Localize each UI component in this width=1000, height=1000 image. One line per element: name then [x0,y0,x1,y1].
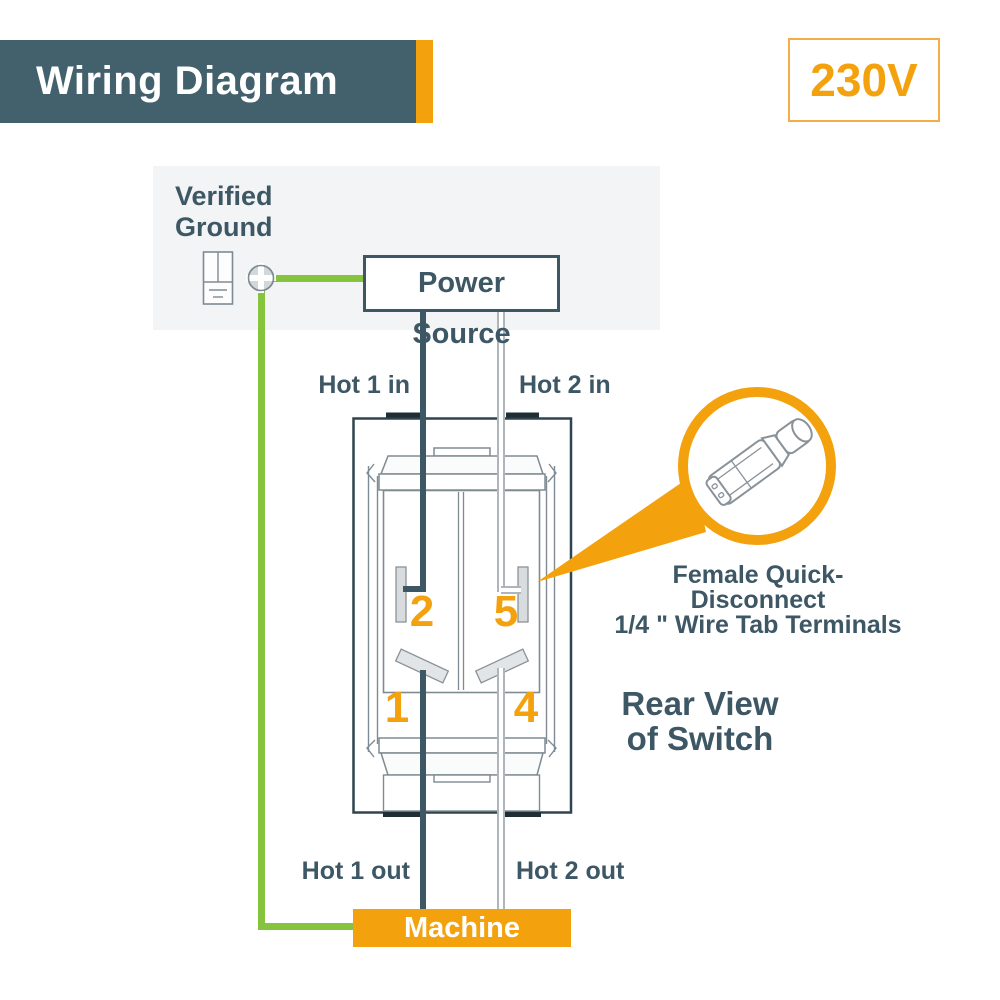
verified-ground-label: Verified Ground [175,181,273,243]
terminal-number-1: 1 [384,683,410,732]
hot1-out-label: Hot 1 out [301,857,410,885]
terminal-number-2: 2 [409,587,435,636]
terminal-tab-1 [394,648,450,684]
rear-view-caption: Rear View of Switch [610,686,790,756]
verified-ground-line2: Ground [175,212,273,242]
hot1-wire-out-vertical [420,670,426,910]
hot1-wire-in-vertical [420,312,426,592]
callout-pointer-wedge [537,474,706,582]
hot2-wire-bend [501,586,521,594]
terminal-number-5: 5 [493,587,519,636]
quick-disconnect-terminal-icon [705,418,813,506]
hot2-wire-out-vertical [497,668,505,910]
hot1-in-label: Hot 1 in [318,371,410,399]
magnifier-circle [678,387,836,545]
rear-view-caption-line1: Rear View [621,685,779,722]
terminal-tab-5 [517,566,529,623]
page-title: Wiring Diagram [36,59,339,103]
quick-disconnect-caption-line1: Female Quick-Disconnect [672,561,844,614]
power-source-box: Power Source [363,255,560,350]
verified-ground-line1: Verified [175,181,273,211]
ground-screw-icon [246,263,276,293]
quick-disconnect-caption: Female Quick-Disconnect 1/4 " Wire Tab T… [608,563,908,638]
hot2-wire-in-vertical [497,312,505,592]
hot1-wire-bend [403,586,426,592]
hot2-in-label: Hot 2 in [519,371,611,399]
quick-disconnect-caption-line2: 1/4 " Wire Tab Terminals [614,611,902,639]
title-banner [0,40,416,123]
ground-wire-horizontal-bottom [258,923,355,930]
machine-box: Machine [353,909,571,947]
ground-wire-vertical [258,281,265,930]
title-banner-orange-strip [416,40,433,123]
ground-outlet-icon [202,251,234,305]
rear-view-caption-line2: of Switch [626,720,774,757]
hot2-out-label: Hot 2 out [516,857,625,885]
terminal-number-4: 4 [513,683,539,732]
terminal-tab-2 [395,566,407,623]
voltage-badge: 230V [788,38,940,122]
ground-wire-horizontal-top [272,275,364,282]
